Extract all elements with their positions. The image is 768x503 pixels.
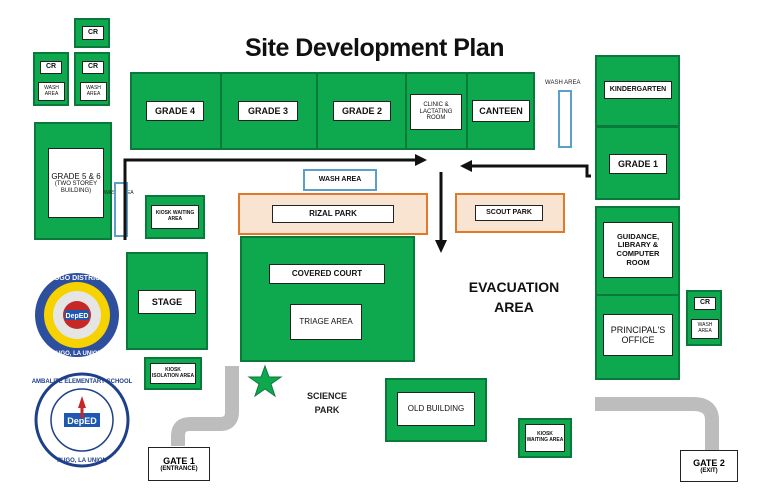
grade-3-label[interactable]: GRADE 3	[238, 101, 298, 121]
scout-park-label[interactable]: SCOUT PARK	[475, 205, 543, 221]
old-building-label[interactable]: OLD BUILDING	[397, 392, 475, 426]
district-logo-bottom: PUGO, LA UNION	[52, 351, 102, 357]
covered-court-building: COVERED COURT TRIAGE AREA	[240, 236, 415, 362]
arrow-head-right	[415, 154, 427, 166]
science-park[interactable]: SCIENCE PARK	[300, 390, 354, 417]
district-logo-top: PUGO DISTRICT	[50, 275, 106, 282]
cr-building-right[interactable]: CR WASH AREA	[74, 52, 110, 106]
gate-2-label: GATE 2	[693, 458, 725, 468]
map-title: Site Development Plan	[245, 34, 505, 62]
divider	[316, 72, 318, 150]
divider	[220, 72, 222, 150]
grade-1-label[interactable]: GRADE 1	[609, 154, 667, 174]
cr-building-right-side[interactable]: CR WASH AREA	[686, 290, 722, 346]
grade-5-6-building: GRADE 5 & 6 (TWO STOREY BUILDING)	[34, 122, 112, 240]
school-logo: DepED AMBALITE ELEMENTARY SCHOOL PUGO, L…	[32, 372, 133, 468]
canteen-label[interactable]: CANTEEN	[472, 100, 530, 122]
grade-1-building: GRADE 1	[595, 126, 680, 200]
cr-building-left[interactable]: CR WASH AREA	[33, 52, 69, 106]
path-arrow-right	[472, 164, 591, 178]
grade-4-label[interactable]: GRADE 4	[146, 101, 204, 121]
road-gate-1	[171, 366, 239, 446]
evacuation-line-2: AREA	[494, 298, 534, 315]
cr-label: CR	[694, 297, 716, 310]
arrow-head-down	[435, 240, 447, 253]
principal-building: PRINCIPAL'S OFFICE	[595, 294, 680, 380]
wash-area-main[interactable]: WASH AREA	[303, 169, 377, 191]
cr-building-top[interactable]: CR	[74, 18, 110, 48]
scout-park: SCOUT PARK	[455, 193, 565, 233]
grade-5-6-note: (TWO STOREY BUILDING)	[54, 180, 98, 194]
science-park-line-2: PARK	[314, 404, 340, 415]
district-logo: DepED PUGO DISTRICT PUGO, LA UNION	[35, 273, 119, 357]
evacuation-area[interactable]: EVACUATION AREA	[455, 278, 573, 317]
gate-2[interactable]: GATE 2 (EXIT)	[680, 450, 738, 482]
kiosk-isolation-label[interactable]: KIOSK ISOLATION AREA	[150, 363, 196, 384]
school-logo-bottom: PUGO, LA UNION	[57, 458, 107, 464]
science-park-star-icon	[247, 364, 283, 398]
guidance-building: GUIDANCE, LIBRARY & COMPUTER ROOM	[595, 206, 680, 296]
divider	[405, 72, 407, 150]
rizal-park: RIZAL PARK	[238, 193, 428, 235]
road-gate-2	[595, 397, 719, 450]
stage-building: STAGE	[126, 252, 208, 350]
clinic-label[interactable]: CLINIC & LACTATING ROOM	[410, 94, 462, 130]
cr-label: CR	[82, 26, 104, 40]
gate-1-label: GATE 1	[163, 456, 195, 466]
grade-5-6-name: GRADE 5 & 6	[51, 171, 101, 181]
divider	[466, 72, 468, 150]
kindergarten-label[interactable]: KINDERGARTEN	[604, 81, 672, 99]
guidance-label[interactable]: GUIDANCE, LIBRARY & COMPUTER ROOM	[603, 222, 673, 278]
kiosk-waiting-label-2[interactable]: KIOSK WAITING AREA	[525, 424, 565, 452]
wash-area-label: WASH AREA	[691, 319, 719, 339]
principal-label[interactable]: PRINCIPAL'S OFFICE	[603, 314, 673, 356]
district-logo-center: DepED	[66, 313, 89, 320]
wash-area-main-label: WASH AREA	[309, 174, 371, 187]
school-logo-center: DepED	[67, 416, 97, 426]
kiosk-isolation-building: KIOSK ISOLATION AREA	[144, 357, 202, 390]
old-building: OLD BUILDING	[385, 378, 487, 442]
path-arrow-left	[123, 158, 415, 240]
evacuation-line-1: EVACUATION	[468, 279, 560, 295]
grade-5-6-label[interactable]: GRADE 5 & 6 (TWO STOREY BUILDING)	[48, 148, 104, 218]
kiosk-waiting-label[interactable]: KIOSK WAITING AREA	[151, 205, 199, 229]
wash-area-label: WASH AREA	[38, 82, 65, 101]
school-logo-top: AMBALITE ELEMENTARY SCHOOL	[32, 379, 133, 385]
grade-2-label[interactable]: GRADE 2	[333, 101, 391, 121]
wash-area-label-right: WASH AREA	[545, 80, 581, 86]
covered-court-label[interactable]: COVERED COURT	[269, 264, 385, 284]
wash-area-right[interactable]	[558, 90, 572, 148]
cr-label: CR	[40, 61, 62, 74]
rizal-park-label[interactable]: RIZAL PARK	[272, 205, 394, 223]
kiosk-waiting-building: KIOSK WAITING AREA	[145, 195, 205, 239]
science-park-line-1: SCIENCE	[306, 391, 347, 401]
gate-1[interactable]: GATE 1 (ENTRANCE)	[148, 447, 210, 481]
gate-1-sublabel: (ENTRANCE)	[160, 466, 198, 472]
arrow-head-left	[460, 160, 472, 172]
wash-area-label: WASH AREA	[80, 82, 107, 101]
kiosk-waiting-building-2: KIOSK WAITING AREA	[518, 418, 572, 458]
stage-label[interactable]: STAGE	[138, 290, 196, 314]
triage-label[interactable]: TRIAGE AREA	[290, 304, 362, 340]
gate-2-sublabel: (EXIT)	[700, 468, 718, 474]
cr-label: CR	[82, 61, 104, 74]
